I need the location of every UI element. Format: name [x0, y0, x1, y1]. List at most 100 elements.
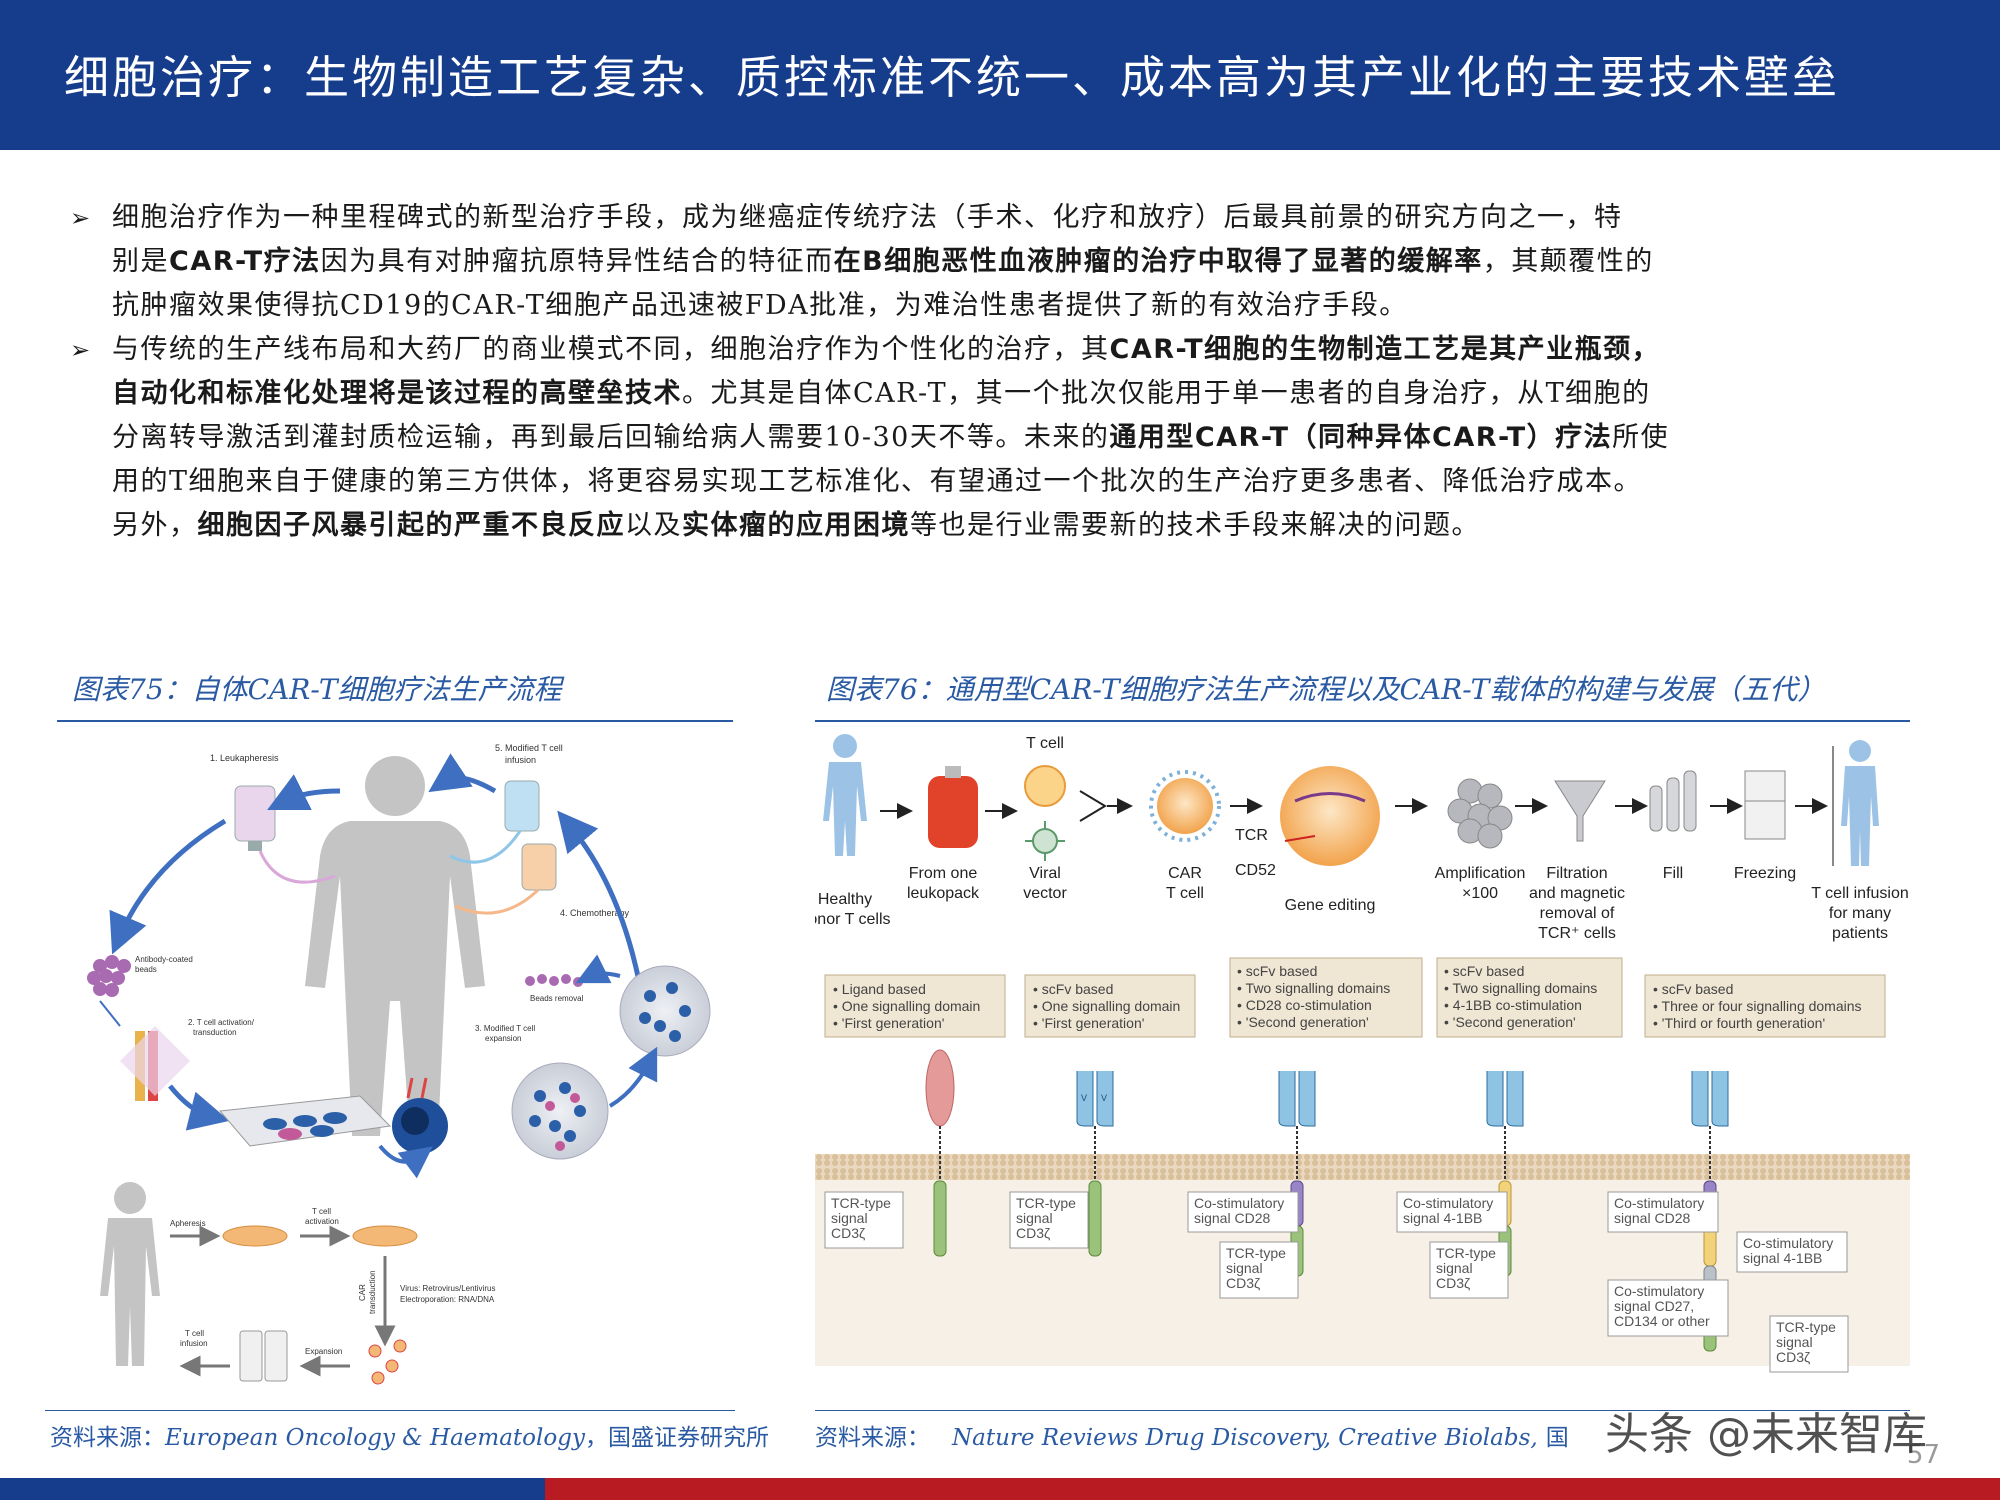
figure75-title: 图表75：自体CAR-T细胞疗法生产流程	[72, 673, 562, 706]
svg-text:• 'Second generation': • 'Second generation'	[1444, 1014, 1576, 1030]
svg-text:TCR-type: TCR-type	[831, 1195, 891, 1211]
svg-text:CAR: CAR	[358, 1284, 367, 1301]
gene-editing-cell-icon	[1280, 766, 1380, 866]
svg-text:• One signalling domain: • One signalling domain	[833, 998, 980, 1014]
patient-small-silhouette-icon	[100, 1182, 160, 1366]
amplification-cluster-icon	[1447, 778, 1513, 849]
callout-box: TCR-type signal CD3ζ	[1219, 1241, 1299, 1299]
svg-text:signal CD28: signal CD28	[1194, 1210, 1270, 1226]
svg-text:Virus: Retrovirus/Lentivirus: Virus: Retrovirus/Lentivirus	[400, 1284, 495, 1293]
svg-text:• 'First generation': • 'First generation'	[1033, 1015, 1144, 1031]
svg-text:Fill: Fill	[1663, 865, 1683, 882]
figure76-bottom-rule	[815, 1410, 1910, 1411]
svg-text:Apheresis: Apheresis	[170, 1219, 206, 1228]
svg-text:CD3ζ: CD3ζ	[1016, 1225, 1050, 1241]
svg-text:Viral: Viral	[1029, 865, 1061, 882]
callout-box: Co-stimulatory Co-stimulatory signal 4-1…	[1396, 1191, 1508, 1233]
figure76-source: 资料来源：Nature Reviews Drug Discovery, Crea…	[815, 1425, 1569, 1451]
page-title: 细胞治疗：生物制造工艺复杂、质控标准不统一、成本高为其产业化的主要技术壁垒	[64, 51, 1841, 104]
footer-bar-blue	[0, 1478, 545, 1500]
svg-text:Amplification: Amplification	[1435, 865, 1526, 882]
svg-text:infusion: infusion	[180, 1339, 208, 1348]
leukopack-bag-icon	[928, 766, 978, 848]
svg-text:signal: signal	[1436, 1260, 1473, 1276]
svg-text:TCR: TCR	[1235, 827, 1268, 844]
svg-text:V: V	[1081, 1093, 1087, 1103]
car-t-cell-icon	[1149, 770, 1221, 842]
generation-box: • scFv based • One signalling domain • '…	[1024, 974, 1196, 1038]
svg-text:leukopack: leukopack	[907, 885, 980, 902]
svg-text:• One signalling domain: • One signalling domain	[1033, 998, 1180, 1014]
allogeneic-car-t-process-diagram: Healthy donor T cells From one leukopack…	[799, 734, 1910, 1373]
arrow-bullet-icon: ➢	[70, 204, 92, 232]
generation-box: • Ligand based • One signalling domain •…	[824, 974, 1006, 1038]
svg-text:2. T cell activation/: 2. T cell activation/	[188, 1018, 255, 1027]
svg-text:T cell infusion: T cell infusion	[1811, 885, 1909, 902]
svg-text:1. Leukapheresis: 1. Leukapheresis	[210, 753, 279, 763]
svg-text:• 'Third or fourth generation': • 'Third or fourth generation'	[1653, 1015, 1825, 1031]
figure76-diagram: Healthy donor T cells From one leukopack…	[799, 726, 1910, 1381]
expansion-dish-icon	[511, 1062, 609, 1160]
svg-text:From one: From one	[909, 865, 978, 882]
svg-text:Co-stimulatory: Co-stimulatory	[1743, 1235, 1833, 1251]
scfv-receptor-icon	[1076, 1071, 1114, 1181]
infusion-bag-icon	[504, 780, 540, 832]
filtration-funnel-icon	[1554, 780, 1606, 842]
svg-text:removal of: removal of	[1540, 905, 1615, 922]
svg-text:• scFv based: • scFv based	[1653, 981, 1733, 997]
callout-box: Co-stimulatory signal CD27, CD134 or oth…	[1607, 1279, 1729, 1337]
svg-text:T cell: T cell	[1166, 885, 1204, 902]
svg-text:Gene editing: Gene editing	[1285, 897, 1376, 914]
svg-text:T cell: T cell	[1026, 735, 1064, 752]
antibody-beads-icon	[87, 955, 131, 997]
car-t-cells-icon	[368, 1339, 407, 1385]
svg-text:• CD28 co-stimulation: • CD28 co-stimulation	[1237, 997, 1372, 1013]
svg-text:Antibody-coated: Antibody-coated	[135, 955, 193, 964]
freezer-icon	[1744, 770, 1786, 840]
callout-box: TCR-type signal CD3ζ	[1009, 1191, 1089, 1249]
patient-silhouette-icon	[305, 756, 485, 1136]
watermark: 头条 @未来智库	[1605, 1409, 1927, 1460]
svg-text:signal 4-1BB: signal 4-1BB	[1743, 1250, 1822, 1266]
callout-box: Co-stimulatory signal CD28	[1187, 1191, 1299, 1233]
svg-text:TCR⁺ cells: TCR⁺ cells	[1538, 925, 1616, 942]
callout-box: TCR-type signal CD3ζ	[1769, 1315, 1849, 1373]
svg-text:signal: signal	[1226, 1260, 1263, 1276]
svg-text:Co-stimulatory: Co-stimulatory	[1614, 1195, 1704, 1211]
svg-text:transduction: transduction	[368, 1270, 377, 1314]
svg-text:TCR-type: TCR-type	[1226, 1245, 1286, 1261]
modified-t-cell-icon	[392, 1077, 448, 1154]
generation-box: • scFv based • Three or four signalling …	[1644, 974, 1886, 1038]
svg-text:CD3ζ: CD3ζ	[1436, 1275, 1470, 1291]
svg-text:signal: signal	[1016, 1210, 1053, 1226]
arrow-bullet-icon: ➢	[70, 336, 92, 364]
svg-text:signal: signal	[1776, 1334, 1813, 1350]
svg-text:CD52: CD52	[1235, 862, 1276, 879]
svg-text:TCR-type: TCR-type	[1016, 1195, 1076, 1211]
svg-text:Co-stimulatory: Co-stimulatory	[1614, 1283, 1704, 1299]
svg-text:donor T cells: donor T cells	[815, 911, 891, 928]
culture-bags-icon	[239, 1330, 288, 1382]
svg-text:• Two signalling domains: • Two signalling domains	[1237, 980, 1390, 996]
figure75-source: 资料来源：European Oncology & Haematology，国盛证…	[50, 1425, 769, 1451]
svg-text:• Two signalling domains: • Two signalling domains	[1444, 980, 1597, 996]
svg-text:expansion: expansion	[485, 1034, 521, 1043]
svg-text:CD3ζ: CD3ζ	[1226, 1275, 1260, 1291]
svg-text:V: V	[1101, 1093, 1107, 1103]
svg-text:• 4-1BB co-stimulation: • 4-1BB co-stimulation	[1444, 997, 1582, 1013]
callout-box: TCR-type signal CD3ζ	[824, 1191, 904, 1249]
svg-text:• scFv based: • scFv based	[1444, 963, 1524, 979]
svg-text:• Three or four signalling dom: • Three or four signalling domains	[1653, 998, 1862, 1014]
svg-text:• scFv based: • scFv based	[1237, 963, 1317, 979]
svg-text:• scFv based: • scFv based	[1033, 981, 1113, 997]
figure75-bottom-rule	[45, 1410, 735, 1411]
gen1-ligand-receptor	[925, 1049, 955, 1257]
generation-box: • scFv based • Two signalling domains • …	[1436, 957, 1623, 1038]
svg-text:• 'Second generation': • 'Second generation'	[1237, 1014, 1369, 1030]
bullet-item: ➢ 与传统的生产线布局和大药厂的商业模式不同，细胞治疗作为个性化的治疗，其CAR…	[70, 328, 1950, 548]
callout-box: TCR-type signal CD3ζ	[1429, 1241, 1509, 1299]
svg-text:3. Modified T cell: 3. Modified T cell	[475, 1024, 535, 1033]
svg-text:signal 4-1BB: signal 4-1BB	[1403, 1210, 1482, 1226]
bullet-item: ➢ 细胞治疗作为一种里程碑式的新型治疗手段，成为继癌症传统疗法（手术、化疗和放疗…	[70, 196, 1950, 328]
cell-membrane	[815, 1154, 1910, 1180]
